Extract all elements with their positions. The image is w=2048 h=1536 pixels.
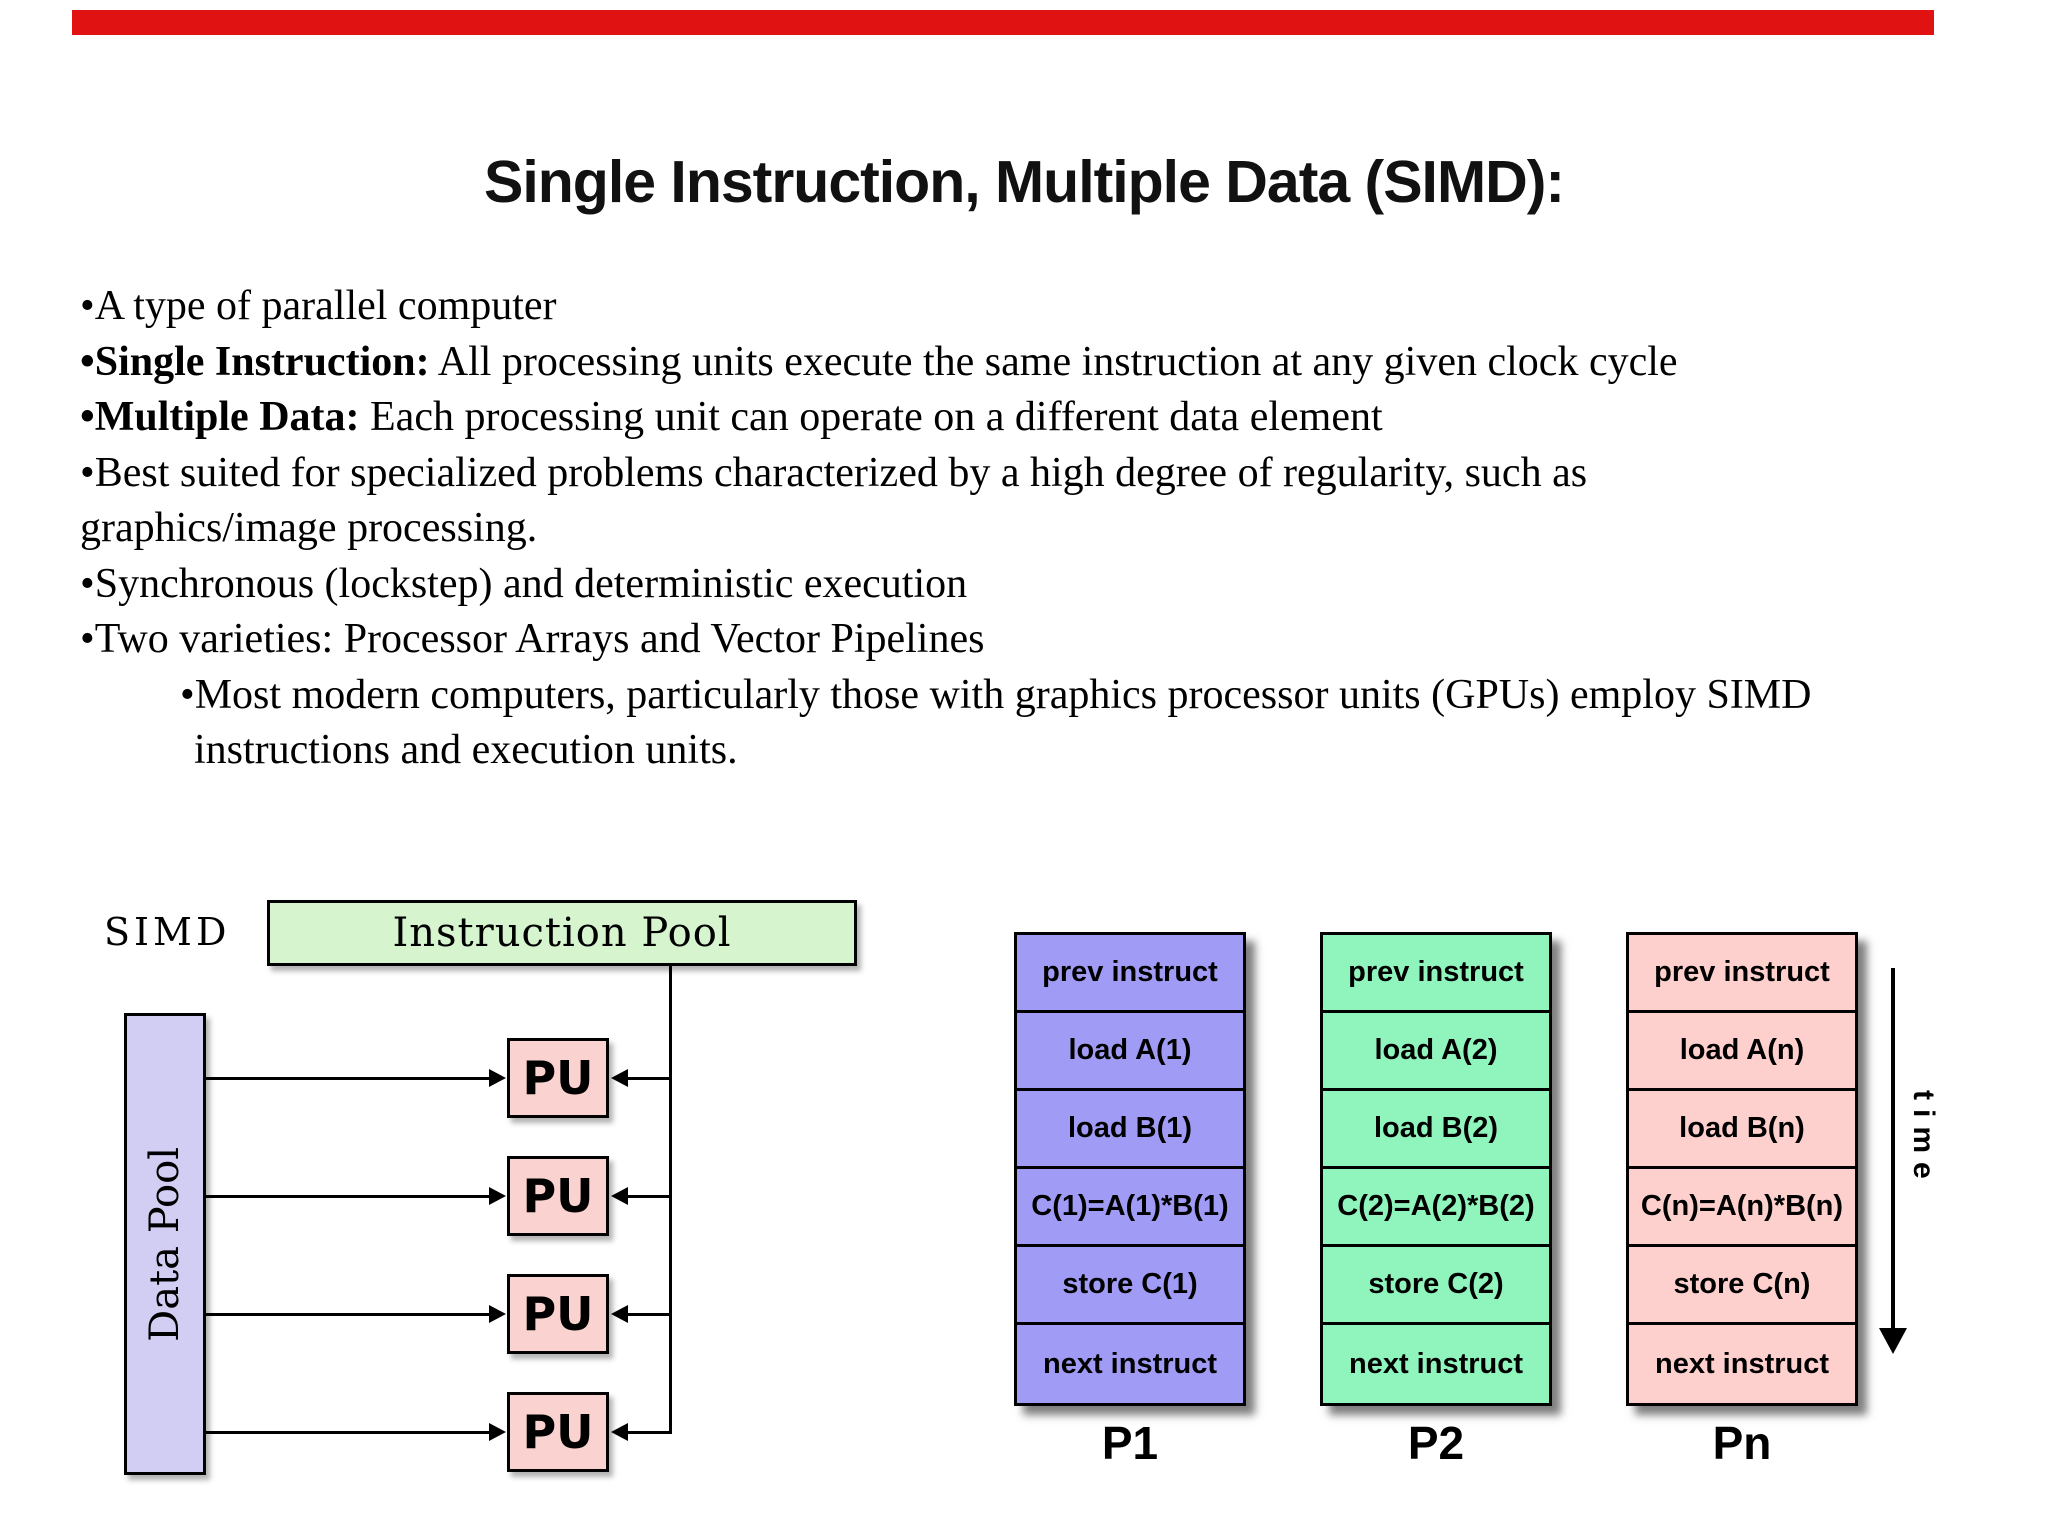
- instruction-arrow-line: [625, 1313, 671, 1316]
- instruction-cell: next instruct: [1348, 1347, 1524, 1380]
- time-label: time: [1907, 1090, 1940, 1188]
- data-arrow-line: [206, 1431, 491, 1434]
- time-arrow: [1891, 968, 1895, 1330]
- page-title: Single Instruction, Multiple Data (SIMD)…: [484, 149, 1565, 215]
- instruction-arrow-head-icon: [611, 1187, 628, 1205]
- instruction-cell: C(n)=A(n)*B(n): [1629, 1169, 1855, 1247]
- instruction-cell: store C(1): [1017, 1247, 1243, 1325]
- bullet-line: •Single Instruction: All processing unit…: [80, 338, 1678, 385]
- instruction-cell: load B(1): [1017, 1091, 1243, 1169]
- instruction-cell: next instruct: [1042, 1347, 1218, 1380]
- data-pool-box: Data Pool: [124, 1013, 206, 1475]
- bullet-line: •Synchronous (lockstep) and deterministi…: [80, 560, 968, 607]
- instruction-pool-box: Instruction Pool: [267, 900, 857, 966]
- bullet-line: •Most modern computers, particularly tho…: [180, 671, 1812, 718]
- instruction-trunk-line: [669, 966, 672, 1434]
- instruction-cell: store C(2): [1323, 1247, 1549, 1325]
- data-arrow-line: [206, 1077, 491, 1080]
- instruction-cell: C(2)=A(2)*B(2): [1323, 1169, 1549, 1247]
- bullet-line: •Multiple Data: Each processing unit can…: [80, 394, 1383, 440]
- data-arrow-head-icon: [489, 1423, 506, 1441]
- instruction-arrow-line: [625, 1431, 671, 1434]
- pu-box: PU: [507, 1038, 609, 1118]
- instruction-pool-label: Instruction Pool: [392, 910, 732, 956]
- bullet-line: instructions and execution units.: [194, 727, 738, 773]
- bullet-list: •A type of parallel computer •Single Inst…: [80, 279, 2010, 779]
- instruction-cell: load B(n): [1629, 1091, 1855, 1169]
- instruction-cell: prev instruct: [1323, 935, 1549, 1013]
- top-accent-bar: [72, 10, 1934, 35]
- pu-box: PU: [507, 1156, 609, 1236]
- instruction-arrow-head-icon: [611, 1305, 628, 1323]
- instruction-cell: next instruct: [1654, 1347, 1830, 1380]
- data-arrow-head-icon: [489, 1187, 506, 1205]
- data-arrow-head-icon: [489, 1305, 506, 1323]
- instruction-cell: load A(1): [1017, 1013, 1243, 1091]
- bullet-line: •Best suited for specialized problems ch…: [80, 449, 1588, 496]
- processor-label-p2: P2: [1407, 1417, 1465, 1469]
- instruction-arrow-head-icon: [611, 1069, 628, 1087]
- simd-label: SIMD: [104, 910, 231, 954]
- bullet-line: •Two varieties: Processor Arrays and Vec…: [80, 616, 985, 662]
- instruction-cell: load A(n): [1629, 1013, 1855, 1091]
- processor-label-p1: P1: [1101, 1417, 1159, 1469]
- instruction-arrow-line: [625, 1195, 671, 1198]
- data-arrow-line: [206, 1313, 491, 1316]
- bullet-line: graphics/image processing.: [80, 505, 538, 551]
- instruction-arrow-head-icon: [611, 1423, 628, 1441]
- data-arrow-line: [206, 1195, 491, 1198]
- instruction-cell: prev instruct: [1629, 935, 1855, 1013]
- instruction-cell: store C(n): [1629, 1247, 1855, 1325]
- data-arrow-head-icon: [489, 1069, 506, 1087]
- pu-box: PU: [507, 1392, 609, 1472]
- bullet-line: •A type of parallel computer: [80, 283, 557, 329]
- instruction-cell: load A(2): [1323, 1013, 1549, 1091]
- instruction-cell: load B(2): [1323, 1091, 1549, 1169]
- instruction-cell: C(1)=A(1)*B(1): [1017, 1169, 1243, 1247]
- processor-label-pn: Pn: [1712, 1417, 1772, 1469]
- time-arrow-head-icon: [1879, 1328, 1907, 1354]
- instruction-arrow-line: [625, 1077, 671, 1080]
- pu-box: PU: [507, 1274, 609, 1354]
- data-pool-label: Data Pool: [142, 1146, 188, 1342]
- instruction-cell: prev instruct: [1017, 935, 1243, 1013]
